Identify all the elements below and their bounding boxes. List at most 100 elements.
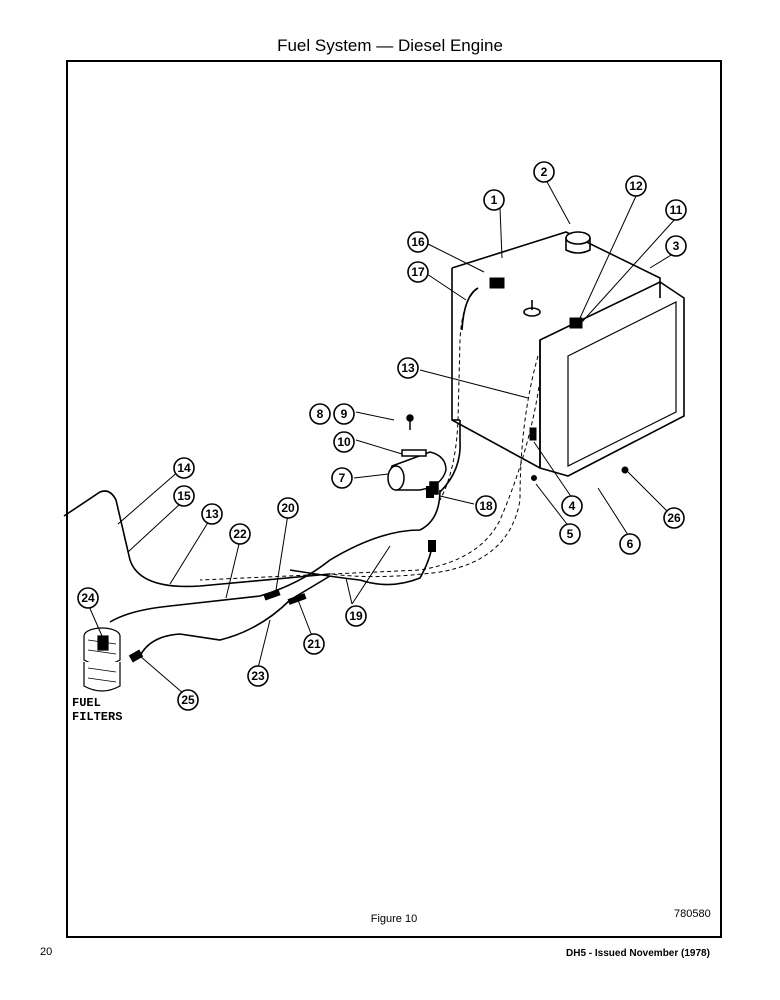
callout-number: 3 [673, 239, 680, 253]
callout-circle [483, 189, 505, 211]
callout-number: 19 [349, 609, 363, 623]
callout-14: 14 [173, 457, 195, 479]
callout-number: 7 [339, 471, 346, 485]
callout-number: 9 [341, 407, 348, 421]
fuel-pump [387, 414, 447, 495]
callout-circle [201, 503, 223, 525]
callout-circle [333, 403, 355, 425]
callout-13: 13 [201, 503, 223, 525]
callout-circle [229, 523, 251, 545]
callout-circle [407, 231, 429, 253]
callout-number: 16 [411, 235, 425, 249]
callout-circle [559, 523, 581, 545]
callout-number: 13 [205, 507, 219, 521]
callout-20: 20 [277, 497, 299, 519]
leader-lines [87, 179, 677, 695]
callout-number: 8 [317, 407, 324, 421]
figure-caption: Figure 10 [370, 913, 418, 925]
fuel-lines [63, 287, 479, 657]
callout-number: 21 [307, 637, 321, 651]
callout-circle [561, 495, 583, 517]
tank-fittings [489, 277, 629, 481]
callout-25: 25 [177, 689, 199, 711]
callout-9: 9 [333, 403, 355, 425]
callout-18: 18 [475, 495, 497, 517]
callout-circle [345, 605, 367, 627]
issue-footer: DH5 - Issued November (1978) [566, 948, 710, 959]
hidden-lines [199, 287, 541, 581]
callout-number: 2 [541, 165, 548, 179]
page-title: Fuel System — Diesel Engine [277, 36, 503, 55]
callout-number: 1 [491, 193, 498, 207]
fuel-filters [83, 627, 121, 692]
callout-circle [397, 357, 419, 379]
callout-circle [475, 495, 497, 517]
callout-circle [331, 467, 353, 489]
callout-7: 7 [331, 467, 353, 489]
callout-number: 22 [233, 527, 247, 541]
callout-circle [625, 175, 647, 197]
callout-10: 10 [333, 431, 355, 453]
callout-circle [309, 403, 331, 425]
callout-number: 24 [81, 591, 95, 605]
callout-number: 26 [667, 511, 681, 525]
callout-22: 22 [229, 523, 251, 545]
fuel-filters-label-line2: FILTERS [72, 710, 122, 724]
callout-13: 13 [397, 357, 419, 379]
callout-15: 15 [173, 485, 195, 507]
fuel-filters-label-line1: FUEL [72, 696, 101, 710]
callout-3: 3 [665, 235, 687, 257]
callout-24: 24 [77, 587, 99, 609]
callout-circle [665, 199, 687, 221]
callout-number: 25 [181, 693, 195, 707]
callout-circle [333, 431, 355, 453]
callout-23: 23 [247, 665, 269, 687]
callout-circle [77, 587, 99, 609]
callout-number: 6 [627, 537, 634, 551]
callout-circle [619, 533, 641, 555]
callout-circle [277, 497, 299, 519]
callout-circle [247, 665, 269, 687]
callout-2: 2 [533, 161, 555, 183]
callout-number: 10 [337, 435, 351, 449]
callout-8: 8 [309, 403, 331, 425]
drawing-number: 780580 [674, 908, 711, 920]
callout-6: 6 [619, 533, 641, 555]
figure-frame: Figure 10 780580 [66, 60, 722, 938]
callout-circle [173, 485, 195, 507]
callout-4: 4 [561, 495, 583, 517]
callout-circle [173, 457, 195, 479]
callout-number: 18 [479, 499, 493, 513]
callout-12: 12 [625, 175, 647, 197]
callout-11: 11 [665, 199, 687, 221]
callout-number: 11 [670, 203, 683, 217]
callout-number: 23 [251, 669, 265, 683]
callout-1: 1 [483, 189, 505, 211]
elbow-fitting [128, 649, 144, 663]
callout-16: 16 [407, 231, 429, 253]
callout-number: 4 [569, 499, 576, 513]
callout-26: 26 [663, 507, 685, 529]
callout-number: 15 [177, 489, 191, 503]
callout-circle [663, 507, 685, 529]
callout-19: 19 [345, 605, 367, 627]
page-number: 20 [40, 946, 53, 958]
fuel-tank [451, 231, 685, 477]
callout-number: 13 [401, 361, 415, 375]
callout-number: 17 [411, 265, 425, 279]
callout-number: 20 [281, 501, 295, 515]
callout-5: 5 [559, 523, 581, 545]
callout-21: 21 [303, 633, 325, 655]
line-fittings [263, 486, 436, 605]
callout-circle [533, 161, 555, 183]
callout-circle [177, 689, 199, 711]
callout-number: 12 [629, 179, 643, 193]
callout-17: 17 [407, 261, 429, 283]
callout-number: 5 [567, 527, 574, 541]
callout-circle [303, 633, 325, 655]
callout-number: 14 [177, 461, 191, 475]
callout-circle [665, 235, 687, 257]
callout-circle [407, 261, 429, 283]
